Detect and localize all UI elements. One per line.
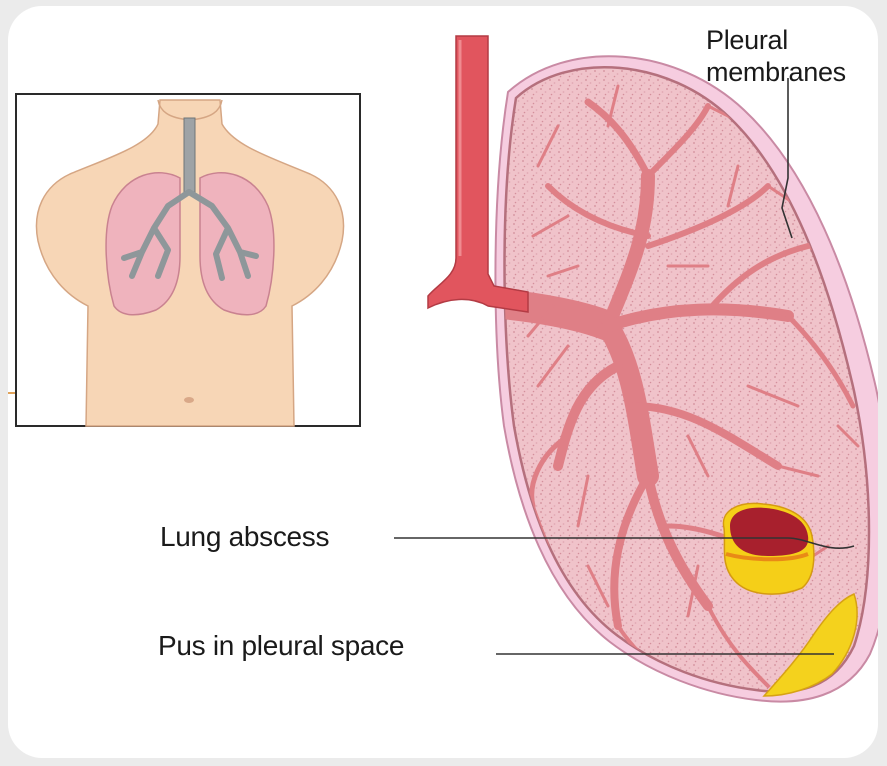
inset-trachea xyxy=(184,118,195,193)
lung-abscess-label: Lung abscess xyxy=(160,523,329,551)
pleural-label-line1: Pleural xyxy=(706,24,878,56)
lung-abscess-diagram xyxy=(8,6,878,758)
pus-in-pleural-space-label: Pus in pleural space xyxy=(158,632,404,660)
pleural-membranes-label: Pleural membranes xyxy=(706,24,878,88)
pleural-label-line2: membranes xyxy=(706,56,878,88)
illustration-card: Pleural membranes Lung abscess Pus in pl… xyxy=(8,6,878,758)
inset-torso-figure xyxy=(16,94,360,426)
abscess-lesion xyxy=(723,503,813,594)
enlarged-lung xyxy=(428,36,878,702)
navel xyxy=(184,397,194,403)
lung-tissue xyxy=(505,67,870,692)
